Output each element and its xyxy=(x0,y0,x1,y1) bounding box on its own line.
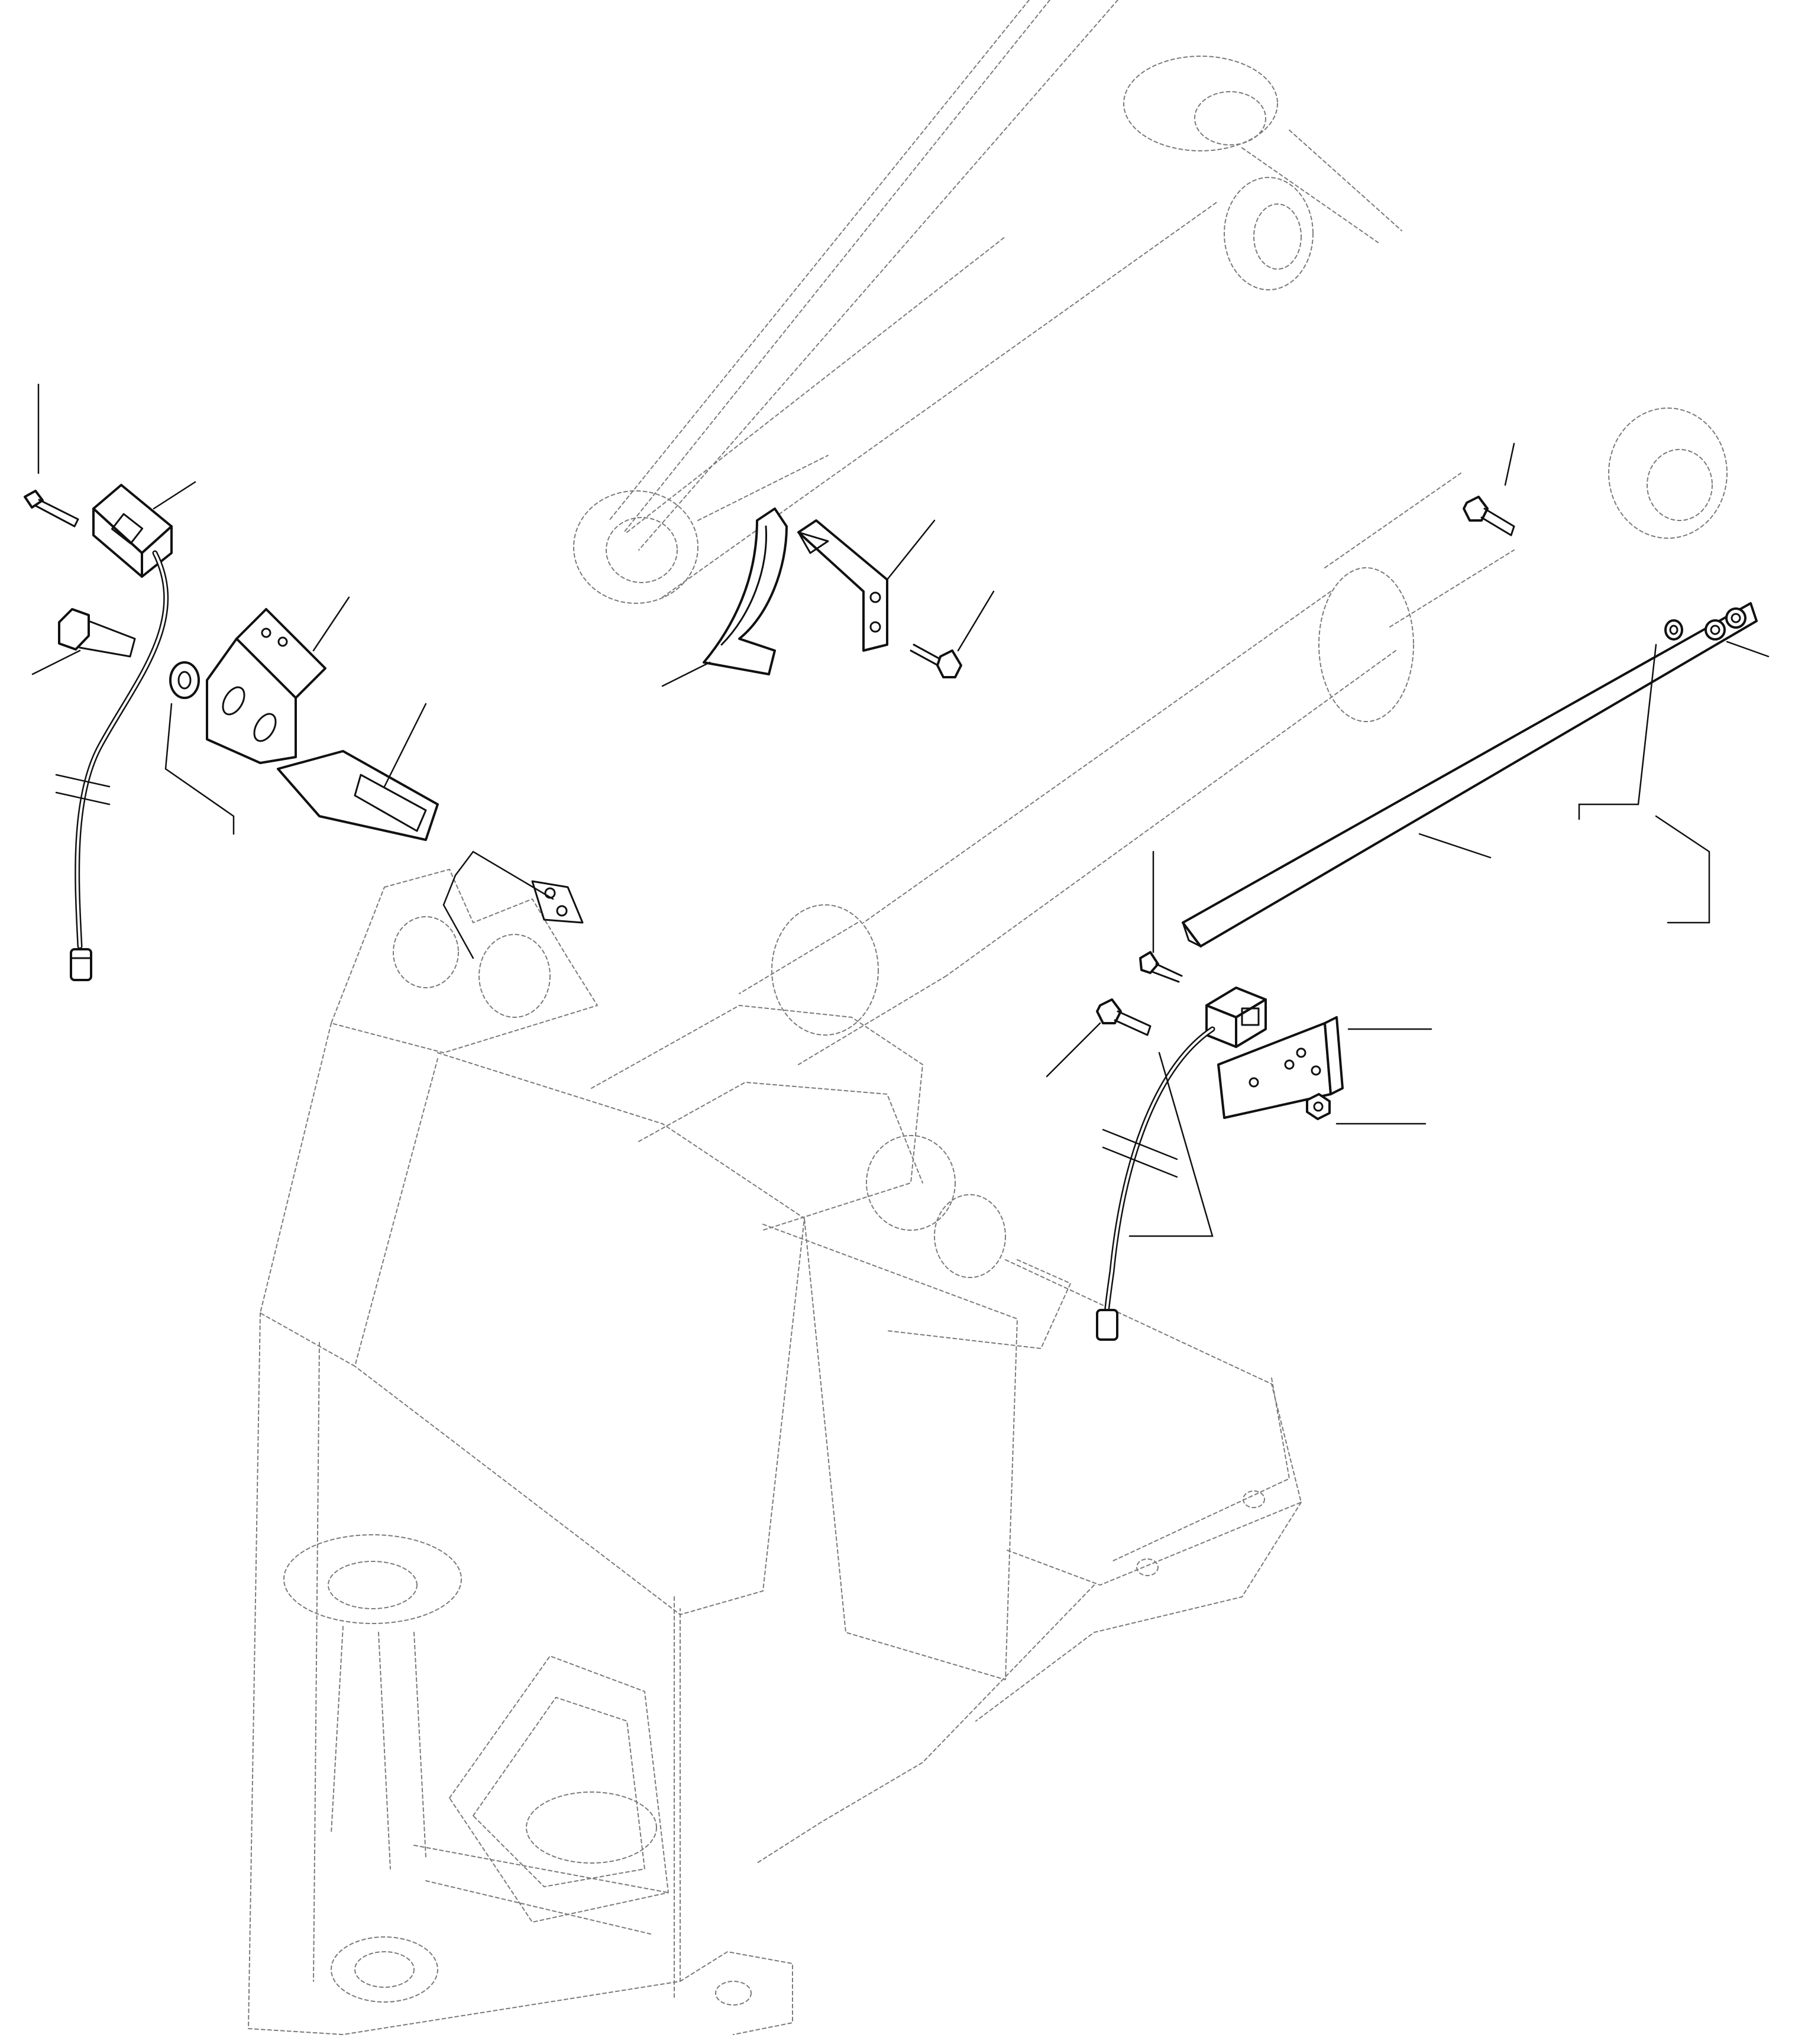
u-bracket-right xyxy=(1217,1016,1344,1119)
hex-bolt-top-right xyxy=(1463,496,1515,536)
hex-nut-right xyxy=(1306,1093,1331,1120)
hex-bolt-right xyxy=(1096,998,1152,1036)
washer-left xyxy=(169,661,200,699)
long-strip-plate xyxy=(1182,602,1758,947)
hex-bolt-left xyxy=(58,608,136,658)
hex-bolt-middle xyxy=(910,643,962,678)
boom-assembly-ghost xyxy=(248,0,1728,2035)
curved-target-plate xyxy=(703,507,788,675)
wedge-plate-left xyxy=(277,750,439,841)
angle-bracket-left xyxy=(206,608,326,764)
mounting-plate-frame xyxy=(531,880,584,924)
proximity-sensor-right xyxy=(1096,987,1267,1341)
callout-leaders xyxy=(31,383,1770,1237)
angle-bracket-middle xyxy=(797,519,888,652)
proximity-sensor-left xyxy=(55,484,173,981)
small-bolt-top-left xyxy=(24,490,79,528)
small-bolt-right xyxy=(1139,951,1183,983)
